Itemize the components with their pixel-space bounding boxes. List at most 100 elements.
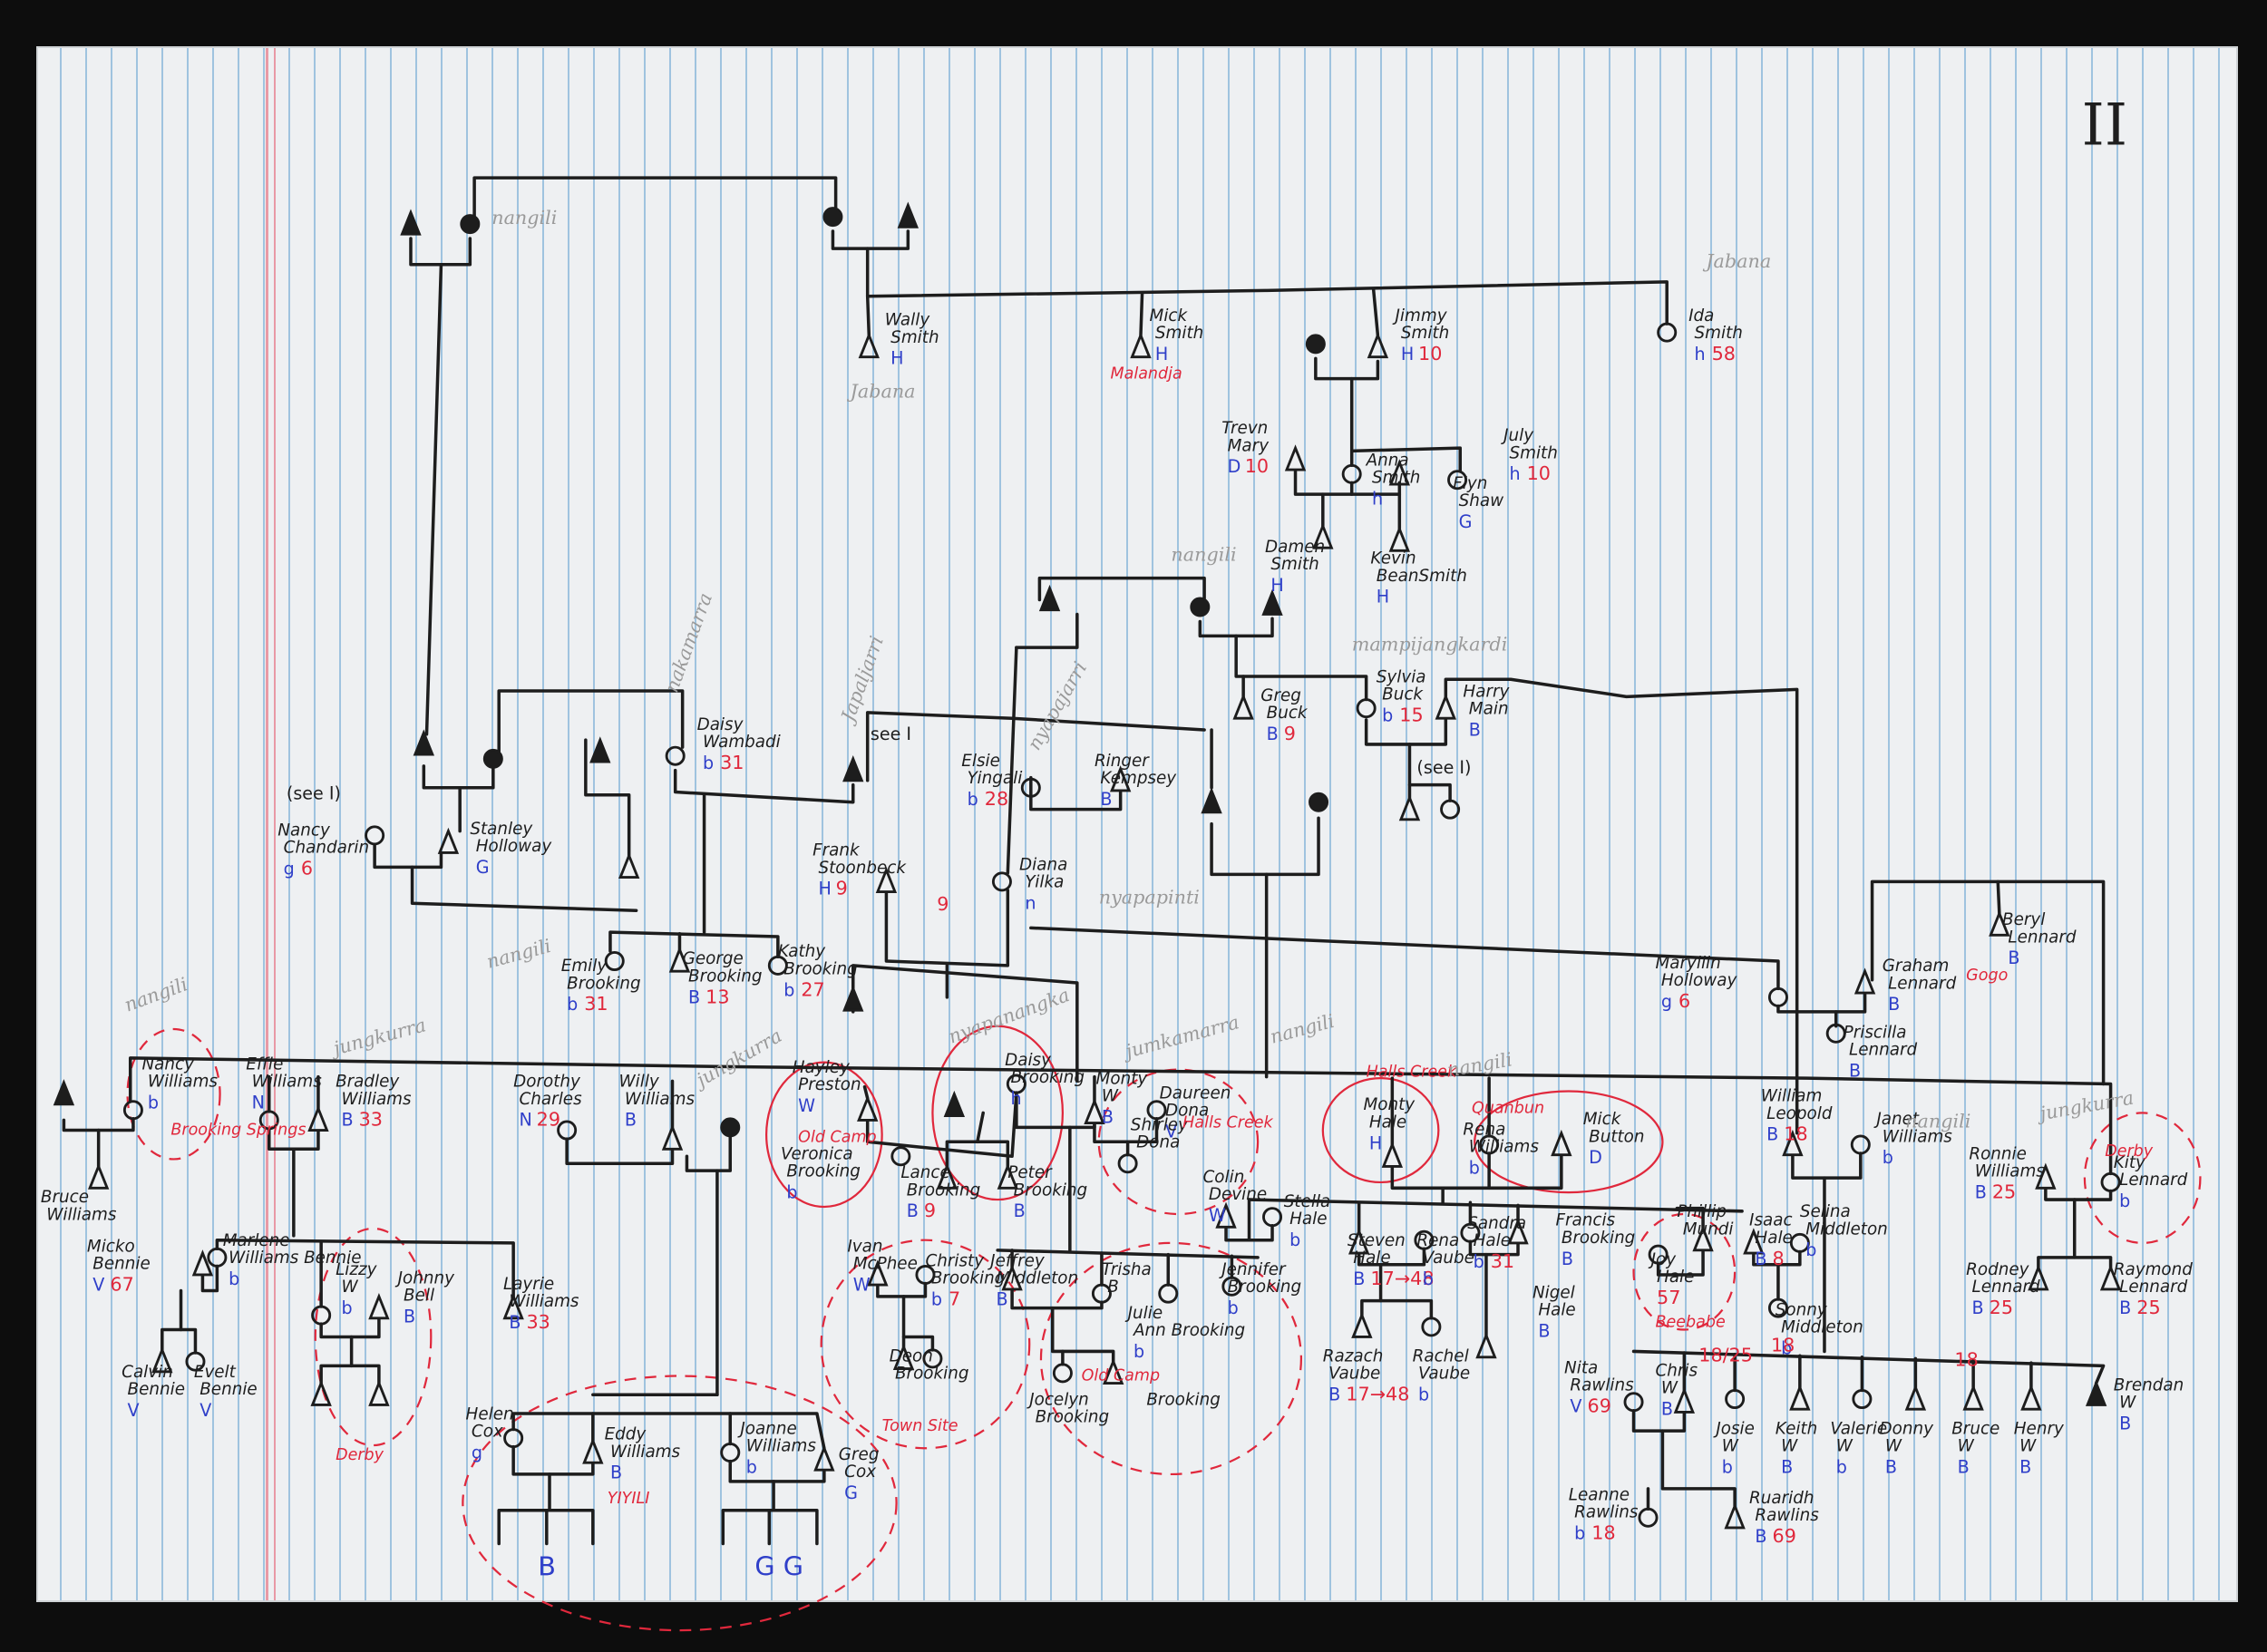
kin-line <box>1006 646 1018 875</box>
person-label: Brooking <box>1146 1390 1221 1409</box>
kin-line <box>876 1281 928 1298</box>
kin-line <box>1791 1152 1863 1180</box>
deceased-male-icon <box>53 1079 75 1106</box>
group-number: 25 <box>1992 1181 2016 1202</box>
kin-line <box>584 738 631 858</box>
kin-line <box>996 1249 1260 1259</box>
male-triangle-icon <box>1475 1332 1497 1359</box>
male-triangle-icon <box>2020 1384 2042 1411</box>
moiety-tag: B <box>1885 1456 1897 1477</box>
skin-name: jumkamarra <box>1120 1011 1241 1063</box>
group-number: 28 <box>985 788 1008 810</box>
male-triangle-icon <box>1789 1384 1811 1411</box>
group-number: 18 <box>1771 1334 1795 1356</box>
male-triangle-icon <box>1989 909 2010 937</box>
moiety-tag: B <box>1766 1124 1778 1145</box>
kin-line <box>422 764 495 790</box>
moiety-tag: b <box>1382 705 1393 725</box>
female-circle-icon <box>1091 1283 1112 1304</box>
female-circle-icon <box>1221 1276 1242 1297</box>
skin-name: Jabana <box>1702 250 1771 272</box>
group-number: 7 <box>949 1288 960 1309</box>
male-triangle-icon <box>87 1162 110 1190</box>
moiety-tag: b <box>1228 1297 1239 1318</box>
deceased-male-icon <box>943 1090 966 1118</box>
kin-line <box>1631 1349 2106 1385</box>
moiety-tag: g <box>472 1442 482 1463</box>
kin-line <box>1364 718 1448 746</box>
group-number: 18 <box>1591 1522 1615 1544</box>
kin-line <box>1015 1091 1096 1130</box>
male-triangle-icon <box>1388 459 1410 486</box>
moiety-tag: B <box>1100 789 1112 810</box>
lined-paper <box>36 46 2238 1602</box>
kin-line <box>1247 1198 1744 1213</box>
male-triangle-icon <box>1348 1228 1370 1255</box>
female-circle-icon <box>1460 1222 1481 1243</box>
male-triangle-icon <box>936 1162 958 1190</box>
male-triangle-icon <box>867 1259 889 1287</box>
moiety-tag: b <box>1423 1268 1434 1289</box>
moiety-tag: b <box>1805 1239 1816 1260</box>
female-circle-icon <box>1158 1283 1179 1304</box>
moiety-tag: B <box>1781 1456 1793 1477</box>
moiety-tag: W <box>853 1274 871 1295</box>
moiety-tag: B <box>610 1463 622 1483</box>
moiety-tag: b <box>1722 1456 1733 1477</box>
female-circle-icon <box>1052 1363 1073 1384</box>
kin-line <box>1631 1409 1687 1433</box>
male-triangle-icon <box>307 1104 329 1132</box>
skin-name: mampijangkardi <box>1352 633 1508 655</box>
male-triangle-icon <box>1743 1228 1765 1255</box>
moiety-tag: B <box>1328 1385 1340 1405</box>
male-triangle-icon <box>1673 1386 1696 1414</box>
moiety-tag: B <box>1849 1061 1861 1082</box>
moiety-tag: h <box>1372 488 1383 509</box>
female-circle-icon <box>258 1110 279 1131</box>
kin-line <box>1037 576 1206 602</box>
group-number: 33 <box>359 1109 383 1131</box>
kin-line <box>1198 617 1274 638</box>
moiety-tag: W <box>798 1095 815 1116</box>
kin-line <box>1390 1152 1491 1190</box>
kin-line <box>215 1238 515 1298</box>
skin-name: jungkurra <box>2035 1087 2136 1125</box>
kin-line <box>1407 782 1452 802</box>
male-triangle-icon <box>1388 525 1410 552</box>
skin-name: nangili <box>1905 1110 1970 1132</box>
female-circle-icon <box>767 955 788 976</box>
place-label: Malandja <box>1110 365 1182 384</box>
male-triangle-icon <box>1381 1141 1404 1168</box>
skin-name: nangili <box>122 973 190 1015</box>
moiety-tag: D <box>1589 1147 1602 1168</box>
